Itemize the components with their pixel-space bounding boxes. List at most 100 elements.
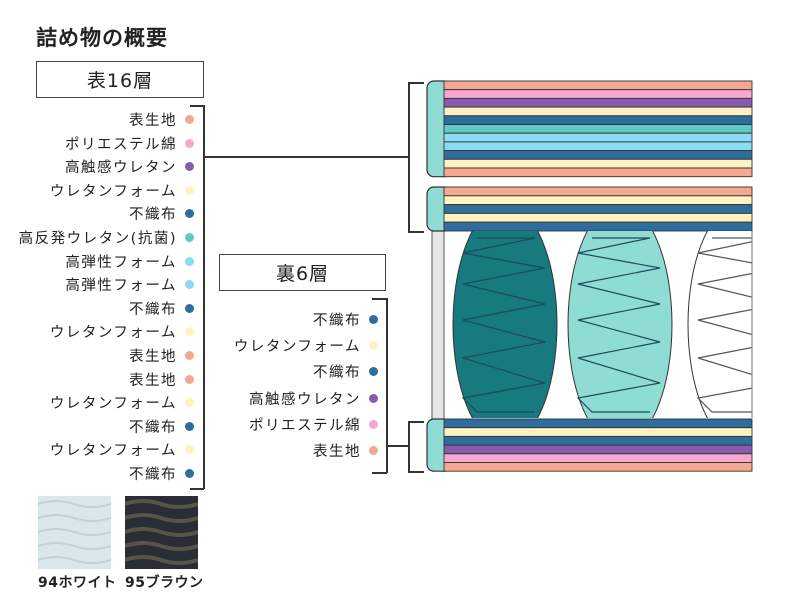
legend-item-label: ウレタンフォーム	[49, 325, 177, 342]
legend-item: 不織布	[129, 202, 194, 225]
top-layers-legend: 表生地ポリエステル綿高触感ウレタンウレタンフォーム不織布高反発ウレタン(抗菌)高…	[19, 108, 194, 488]
legend-item-label: 高触感ウレタン	[249, 391, 361, 408]
legend-item: 高触感ウレタン	[249, 387, 378, 410]
legend-item-label: 不織布	[129, 419, 177, 436]
bottom-block-band	[443, 427, 753, 437]
legend-item-label: 表生地	[129, 349, 177, 365]
color-dot-icon	[185, 445, 194, 455]
color-dot-icon	[369, 419, 378, 429]
legend-item-label: 高触感ウレタン	[65, 160, 177, 177]
color-dot-icon	[185, 280, 194, 290]
upper-block-band	[443, 89, 753, 99]
top-layers-label: 表16層	[36, 61, 204, 98]
upper-block-band	[443, 124, 753, 134]
upper-block-band	[443, 115, 753, 125]
legend-item-label: ウレタンフォーム	[49, 396, 177, 413]
bottom-legend-bracket	[386, 298, 388, 473]
upper-block-band	[443, 150, 753, 160]
upper-diagram-bracket-bottom	[408, 231, 424, 233]
bottom-layers-legend: 不織布ウレタンフォーム不織布高触感ウレタンポリエステル綿表生地	[200, 308, 378, 460]
upper-block-band	[443, 97, 753, 108]
bottom-block-band	[443, 435, 753, 446]
legend-item: ウレタンフォーム	[50, 391, 194, 414]
upper-block-band	[443, 167, 753, 178]
color-dot-icon	[185, 185, 194, 195]
legend-item-label: 不織布	[129, 301, 177, 318]
legend-item: 表生地	[313, 439, 378, 462]
color-dot-icon	[369, 446, 378, 455]
legend-item-label: ウレタンフォーム	[233, 339, 361, 356]
legend-item-label: 不織布	[313, 365, 361, 382]
color-dot-icon	[185, 162, 194, 172]
color-dot-icon	[369, 315, 378, 324]
bottom-legend-bracket-bottom	[372, 472, 387, 474]
color-dot-icon	[185, 115, 194, 124]
legend-item: 表生地	[129, 368, 194, 391]
legend-item: ウレタンフォーム	[50, 179, 194, 202]
spring-pocket	[687, 231, 752, 418]
color-swatch-brown[interactable]	[124, 496, 199, 569]
bottom-connector-line	[387, 445, 409, 447]
legend-item: 高弾性フォーム	[65, 273, 194, 296]
spring-pocket	[567, 231, 673, 418]
middle-block-band	[443, 186, 753, 197]
legend-item-label: 不織布	[129, 467, 177, 483]
legend-item: 不織布	[313, 360, 378, 383]
legend-item: 不織布	[129, 462, 194, 485]
legend-item: ポリエステル綿	[65, 132, 194, 155]
color-dot-icon	[185, 209, 194, 219]
bottom-legend-bracket-top	[372, 298, 387, 300]
legend-item: 高反発ウレタン(抗菌)	[19, 226, 194, 249]
color-dot-icon	[185, 256, 194, 266]
top-legend-bracket-top	[190, 105, 204, 107]
legend-item: 高触感ウレタン	[65, 155, 194, 178]
legend-item: ウレタンフォーム	[234, 334, 378, 357]
middle-block-band	[443, 195, 753, 206]
bottom-layers-label: 裏6層	[219, 254, 386, 291]
lower-diagram-bracket-top	[408, 421, 424, 423]
lower-diagram-bracket-bottom	[408, 471, 424, 473]
upper-block-band	[443, 141, 753, 152]
legend-item: 不織布	[129, 297, 194, 320]
color-dot-icon	[369, 393, 378, 403]
swatch-label-white: 94ホワイト	[38, 575, 117, 591]
page-title: 詰め物の概要	[36, 26, 168, 50]
color-dot-icon	[185, 138, 194, 148]
legend-item-label: 高弾性フォーム	[65, 254, 177, 271]
upper-block-band	[443, 106, 753, 117]
side-frame	[431, 229, 445, 421]
upper-diagram-bracket-top	[408, 82, 424, 84]
bottom-block-band	[443, 462, 753, 472]
legend-item: 表生地	[129, 344, 194, 367]
pocket-springs	[452, 231, 752, 418]
legend-item-label: 表生地	[129, 372, 177, 389]
middle-block-band	[443, 212, 753, 223]
middle-block-band	[443, 204, 753, 214]
color-dot-icon	[185, 233, 194, 242]
lower-diagram-bracket	[408, 421, 410, 472]
legend-item-label: ウレタンフォーム	[49, 443, 177, 460]
color-swatch-white[interactable]	[37, 496, 112, 569]
bottom-block-band	[443, 453, 753, 463]
spring-coil	[461, 237, 546, 413]
color-dot-icon	[185, 327, 194, 337]
color-dot-icon	[185, 469, 194, 478]
legend-item-label: 高反発ウレタン(抗菌)	[18, 231, 177, 247]
color-dot-icon	[185, 351, 194, 360]
color-dot-icon	[185, 398, 194, 408]
legend-item: 不織布	[313, 308, 378, 331]
bottom-block-band	[443, 418, 753, 429]
top-connector-line	[204, 156, 409, 158]
legend-item: ポリエステル綿	[249, 413, 378, 436]
top-legend-bracket-bottom	[190, 488, 204, 490]
bottom-block-band	[443, 444, 753, 455]
legend-item-label: ポリエステル綿	[65, 136, 177, 153]
middle-block-band	[443, 221, 753, 232]
color-dot-icon	[369, 367, 378, 377]
spring-coil	[576, 237, 661, 413]
color-dot-icon	[369, 341, 378, 351]
legend-item: 高弾性フォーム	[65, 250, 194, 273]
legend-item-label: 不織布	[129, 207, 177, 224]
spring-pocket	[452, 231, 558, 418]
legend-item: 不織布	[129, 415, 194, 438]
